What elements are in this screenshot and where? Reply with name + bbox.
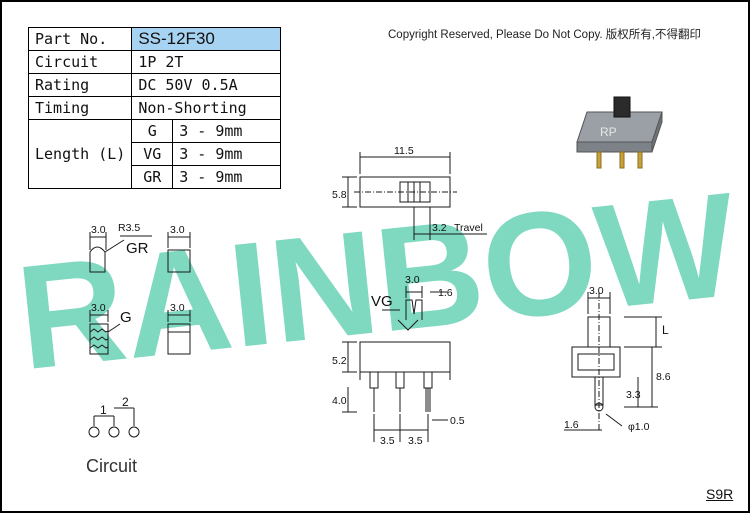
dim-top-width: 11.5 (394, 145, 414, 157)
dim-side-width: 3.0 (589, 285, 604, 297)
circuit-pin-3 (128, 426, 140, 438)
dim-side-l: L (662, 323, 669, 337)
circuit-pin-1 (88, 426, 100, 438)
part-no-label: Part No. (27, 27, 133, 51)
dim-side-offset: 1.6 (564, 419, 579, 431)
drawing-code: S9R (706, 486, 734, 502)
gr-actuator-view (89, 232, 191, 273)
circuit-value: 1P 2T (131, 50, 282, 74)
dim-body-height: 5.2 (332, 355, 347, 367)
dim-g-side-width: 3.0 (170, 302, 185, 314)
length-type: G (131, 119, 174, 143)
dim-side-hole: φ1.0 (628, 421, 650, 433)
circuit-caption: Circuit (86, 456, 137, 476)
dim-pitch-right: 3.5 (408, 435, 423, 447)
dim-top-height: 5.8 (332, 189, 347, 201)
dim-gr-label: GR (126, 240, 149, 257)
dim-side-mount: 3.3 (626, 389, 641, 401)
copyright-notice: Copyright Reserved, Please Do Not Copy. … (388, 29, 701, 41)
dim-side-height: 8.6 (656, 371, 671, 383)
length-range: 3 - 9mm (172, 165, 282, 189)
dim-vg-label: VG (371, 293, 393, 310)
product-photo (576, 96, 663, 169)
circuit-pin-2-label: 2 (122, 395, 129, 409)
circuit-label: Circuit (27, 50, 133, 74)
dim-gr-radius: R3.5 (118, 222, 140, 234)
part-no-value: SS-12F30 (131, 27, 282, 51)
length-type: VG (131, 142, 174, 166)
dim-pin-width: 0.5 (450, 415, 465, 427)
dim-vg-width: 3.0 (405, 274, 420, 286)
timing-label: Timing (27, 96, 133, 120)
spec-table: Part No. SS-12F30 Circuit 1P 2T Rating D… (27, 27, 282, 189)
circuit-pin-2 (108, 426, 120, 438)
length-range: 3 - 9mm (172, 119, 282, 143)
length-label: Length (L) (27, 119, 133, 189)
dim-gr-side-width: 3.0 (170, 224, 185, 236)
dim-travel: 3.2 (432, 222, 447, 234)
circuit-pin-1-label: 1 (100, 403, 107, 417)
timing-value: Non-Shorting (131, 96, 282, 120)
dim-vg-gap: 1.6 (438, 287, 453, 299)
circuit-symbol (88, 407, 140, 438)
dim-travel-label: Travel (454, 222, 483, 234)
dim-gr-width: 3.0 (91, 224, 106, 236)
dim-g-width: 3.0 (91, 302, 106, 314)
dim-pin-length: 4.0 (332, 395, 347, 407)
front-view (342, 286, 451, 442)
rating-label: Rating (27, 73, 133, 97)
photo-rp-label: RP (600, 125, 617, 139)
length-type: GR (131, 165, 174, 189)
dim-pitch-left: 3.5 (380, 435, 395, 447)
watermark-rainbow: RAINBOW (10, 162, 744, 401)
top-view (342, 152, 487, 240)
g-actuator-view (89, 310, 191, 355)
length-range: 3 - 9mm (172, 142, 282, 166)
dim-g-label: G (120, 309, 132, 326)
side-view (564, 292, 662, 432)
rating-value: DC 50V 0.5A (131, 73, 282, 97)
